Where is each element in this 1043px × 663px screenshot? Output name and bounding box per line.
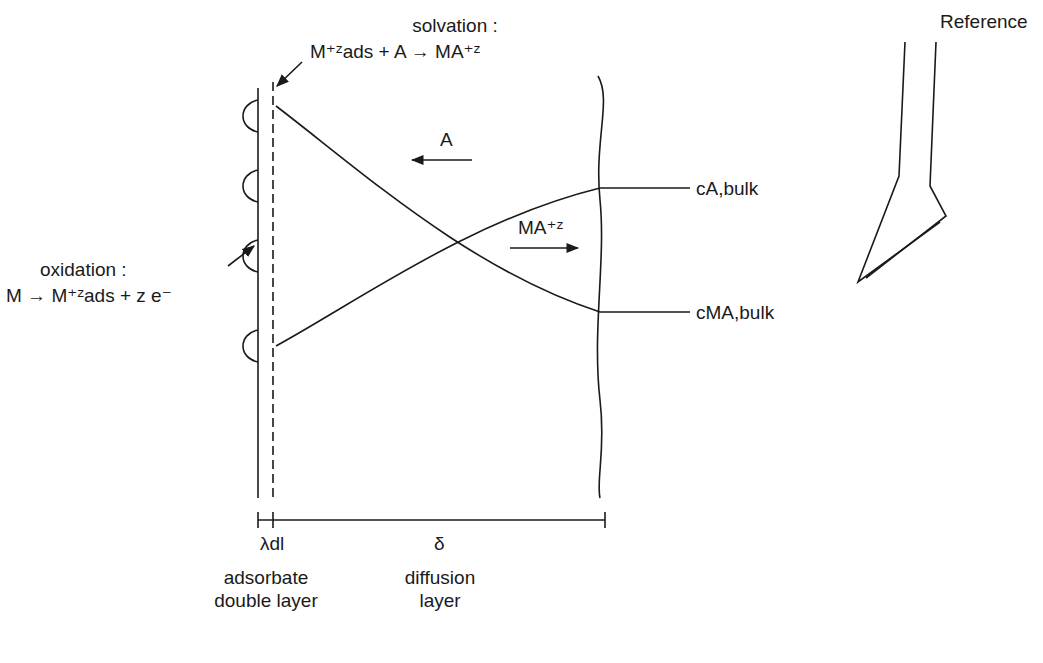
- flux-arrow: [412, 159, 472, 161]
- heading-label: oxidation :: [40, 258, 127, 281]
- region-label: diffusion layer: [390, 566, 490, 612]
- flux-arrow: [510, 247, 578, 249]
- region-label: adsorbate double layer: [211, 566, 321, 612]
- dimension-label: λdl: [260, 532, 284, 555]
- adsorbate-bump: [243, 170, 258, 202]
- pointer-arrow: [277, 62, 302, 86]
- concentration-a-curve: [276, 188, 690, 346]
- species-label: A: [440, 128, 453, 151]
- double-layer-boundary: [272, 82, 274, 498]
- heading-label: solvation :: [412, 14, 498, 37]
- equation-label: M⁺ᶻads + A → MA⁺ᶻ: [310, 40, 480, 63]
- part-label: Reference: [940, 10, 1028, 33]
- reference-electrode: [858, 42, 940, 282]
- dimension-label: δ: [434, 532, 445, 555]
- concentration-ma-curve: [276, 106, 690, 312]
- concentration-label: cA,bulk: [696, 177, 758, 200]
- dimension-tick: [272, 512, 274, 528]
- equation-label: M → M⁺ᶻads + z e⁻: [6, 284, 172, 307]
- adsorbate-bump: [243, 100, 258, 132]
- dimension-tick: [257, 512, 259, 528]
- pointer-arrow: [228, 246, 254, 266]
- electrode-surface: [257, 88, 259, 498]
- species-label: MA⁺ᶻ: [518, 216, 563, 239]
- concentration-label: cMA,bulk: [696, 301, 774, 324]
- dimension-line: [258, 519, 605, 521]
- adsorbate-bump: [243, 240, 258, 272]
- diffusion-boundary: [597, 76, 603, 498]
- adsorbate-bump: [243, 330, 258, 362]
- reference-electrode: [866, 42, 946, 278]
- dimension-tick: [604, 512, 606, 528]
